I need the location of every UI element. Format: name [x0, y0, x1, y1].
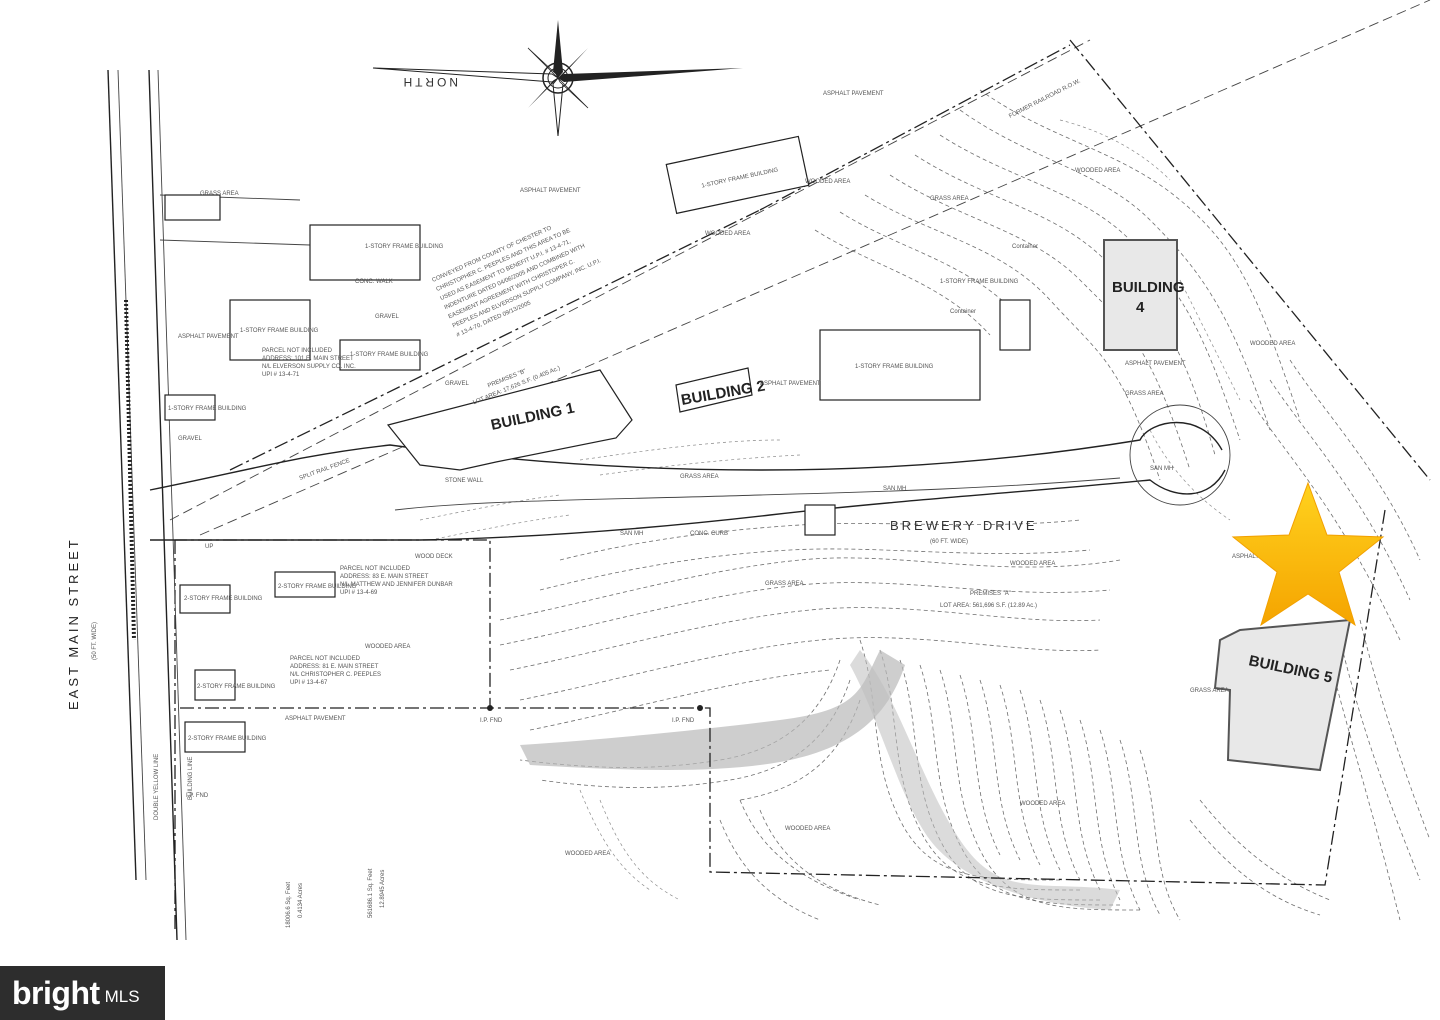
stone-wall-label: STONE WALL — [445, 478, 484, 484]
label-wooded-2: WOODED AREA — [1075, 168, 1120, 174]
easement-note: CONVEYED FROM COUNTY OF CHESTER TO CHRIS… — [431, 225, 602, 338]
utility-pole-label: UP — [205, 544, 213, 550]
parcel2-line-4: UPI # 13-4-69 — [340, 590, 378, 596]
parcel1-line-1: PARCEL NOT INCLUDED — [262, 348, 333, 354]
acreage-notes: 18006.6 Sq. Feet 0.4134 Acres 561686.1 S… — [286, 868, 386, 928]
label-grass-road: GRASS AREA — [680, 474, 719, 480]
label-grass-b4: GRASS AREA — [1125, 391, 1164, 397]
street-name: EAST MAIN STREET — [66, 537, 81, 710]
area1-line-2: 0.4134 Acres — [298, 883, 304, 918]
building-4-label-2: 4 — [1136, 299, 1145, 316]
building-2: BUILDING 2 — [675, 367, 766, 413]
label-gravel-1: GRAVEL — [375, 314, 400, 320]
drive-name: BREWERY DRIVE — [890, 518, 1038, 533]
parcel1-line-4: UPI # 13-4-71 — [262, 372, 300, 378]
label-grass-low: GRASS AREA — [765, 581, 804, 587]
building-1: BUILDING 1 — [386, 369, 633, 471]
ip-fnd-1: I.P. FND — [480, 718, 503, 724]
wood-deck-label: WOOD DECK — [415, 554, 453, 560]
label-two-story-1: 2-STORY FRAME BUILDING — [184, 596, 263, 602]
label-asphalt-mid: ASPHALT PAVEMENT — [520, 188, 581, 194]
label-wooded-1: WOODED AREA — [805, 179, 850, 185]
label-conc-curb: CONC. CURB — [690, 531, 728, 537]
highlight-star-icon — [1231, 481, 1385, 627]
parcel1-line-2: ADDRESS: 101 E. MAIN STREET — [262, 356, 354, 362]
label-two-story-2: 2-STORY FRAME BUILDING — [278, 584, 357, 590]
label-two-story-3: 2-STORY FRAME BUILDING — [197, 684, 276, 690]
label-asphalt-top: ASPHALT PAVEMENT — [823, 91, 884, 97]
label-frame-mid: 1-STORY FRAME BUILDING — [940, 279, 1019, 285]
label-wooded-6: WOODED AREA — [365, 644, 410, 650]
area1-line-1: 18006.6 Sq. Feet — [286, 882, 292, 928]
label-gravel-2: GRAVEL — [445, 381, 470, 387]
label-asphalt-b4: ASPHALT PAVEMENT — [1125, 361, 1186, 367]
san-mh-3: SAN MH — [620, 531, 643, 537]
building-4: BUILDING 4 — [1103, 239, 1185, 351]
bright-mls-watermark: bright MLS — [0, 966, 165, 1020]
label-grass-top: GRASS AREA — [200, 191, 239, 197]
parcel2-line-3: N/L MATTHEW AND JENNIFER DUNBAR — [340, 582, 453, 588]
label-asphalt-low: ASPHALT PAVEMENT — [285, 716, 346, 722]
building-line-label: BUILDING LINE — [188, 757, 194, 800]
building-5: BUILDING 5 — [1213, 618, 1352, 772]
label-wooded-3: WOODED AREA — [705, 231, 750, 237]
parcel3-line-4: UPI # 13-4-67 — [290, 680, 328, 686]
label-conc-walk: CONC. WALK — [355, 279, 393, 285]
street-width: (50 FT. WIDE) — [92, 622, 98, 660]
label-wooded-5: WOODED AREA — [1010, 561, 1055, 567]
parcel3-line-2: ADDRESS: 81 E. MAIN STREET — [290, 664, 379, 670]
ip-fnd-2: I.P. FND — [672, 718, 695, 724]
label-frame-left: 1-STORY FRAME BUILDING — [240, 328, 319, 334]
label-grass-b5: GRASS AREA — [1190, 688, 1229, 694]
san-mh-1: SAN MH — [883, 486, 906, 492]
san-mh-2: SAN MH — [1150, 466, 1173, 472]
split-rail-label: SPLIT RAIL FENCE — [299, 458, 351, 482]
drive-width: (60 FT. WIDE) — [930, 539, 968, 545]
area2-line-2: 12.8945 Acres — [380, 870, 386, 908]
label-frame-top: 1-STORY FRAME BUILDING — [365, 244, 444, 250]
watermark-suffix: MLS — [104, 987, 140, 1006]
building-4-label-1: BUILDING — [1112, 279, 1185, 296]
label-container-1: Container — [1012, 244, 1038, 250]
parcel3-line-3: N/L CHRISTOPHER C. PEEPLES — [290, 672, 381, 678]
left-parcels — [159, 135, 1031, 753]
label-asphalt-left: ASPHALT PAVEMENT — [178, 334, 239, 340]
premises-a-note: PREMISES "A" LOT AREA: 561,696 S.F. (12.… — [940, 591, 1037, 609]
watermark-brand: bright — [12, 974, 100, 1011]
label-wooded-7: WOODED AREA — [785, 826, 830, 832]
label-wooded-9: WOODED AREA — [565, 851, 610, 857]
premises-a-line-1: PREMISES "A" — [970, 591, 1011, 597]
double-yellow-line-label: DOUBLE YELLOW LINE — [154, 754, 160, 820]
parcel2-line-1: PARCEL NOT INCLUDED — [340, 566, 411, 572]
label-frame-small: 1-STORY FRAME BUILDING — [168, 406, 247, 412]
north-label: NORTH — [401, 75, 458, 89]
parcel-notes: PARCEL NOT INCLUDED ADDRESS: 101 E. MAIN… — [262, 348, 453, 686]
label-frame-gravel: 1-STORY FRAME BUILDING — [350, 352, 429, 358]
compass-rose: NORTH — [372, 20, 743, 137]
parcel1-line-3: N/L ELVERSON SUPPLY CO. INC. — [262, 364, 356, 370]
parcel3-line-1: PARCEL NOT INCLUDED — [290, 656, 361, 662]
label-wooded-8: WOODED AREA — [1020, 801, 1065, 807]
ravine-shading — [520, 650, 1120, 910]
parcel2-line-2: ADDRESS: 83 E. MAIN STREET — [340, 574, 429, 580]
ip-fnd-3: I.P. FND — [186, 793, 209, 799]
label-frame-center: 1-STORY FRAME BUILDING — [855, 364, 934, 370]
railroad-label: FORMER RAILROAD R.O.W. — [1008, 78, 1082, 120]
label-container-2: Container — [950, 309, 976, 315]
label-two-story-4: 2-STORY FRAME BUILDING — [188, 736, 267, 742]
label-wooded-4: WOODED AREA — [1250, 341, 1295, 347]
premises-a-line-2: LOT AREA: 561,696 S.F. (12.89 Ac.) — [940, 603, 1037, 609]
area2-line-1: 561686.1 Sq. Feet — [368, 868, 374, 918]
label-gravel-3: GRAVEL — [178, 436, 203, 442]
east-main-street: EAST MAIN STREET (50 FT. WIDE) DOUBLE YE… — [66, 69, 194, 941]
label-grass-mid: GRASS AREA — [930, 196, 969, 202]
brewery-drive: BREWERY DRIVE (60 FT. WIDE) — [149, 404, 1231, 545]
label-asphalt-center: ASPHALT PAVEMENT — [760, 381, 821, 387]
